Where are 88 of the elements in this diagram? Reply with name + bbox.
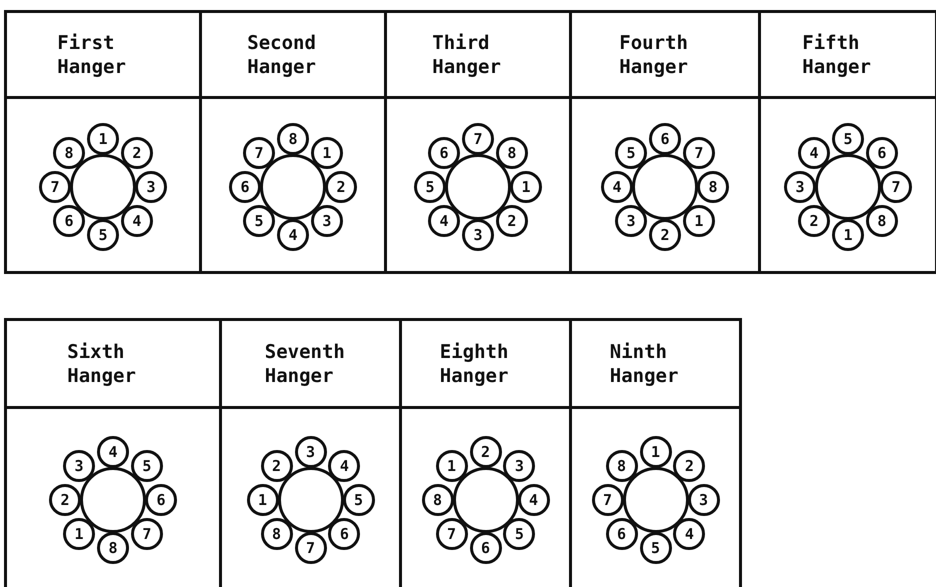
position-circle: 2: [673, 450, 706, 482]
position-circle: 2: [496, 204, 528, 237]
position-circle: 8: [496, 137, 528, 170]
position-circle: 3: [503, 450, 536, 482]
position-circle: 6: [470, 532, 502, 564]
hanger-cell: [758, 10, 936, 274]
position-circle: 2: [260, 450, 293, 482]
position-circle: 5: [243, 204, 276, 237]
position-circle: 6: [328, 518, 360, 550]
position-circle: 5: [503, 518, 536, 550]
position-circle: 5: [615, 137, 648, 170]
position-circle: 6: [606, 518, 638, 550]
hanger-heading: Sixth Hanger: [67, 340, 137, 388]
position-circle: 6: [145, 484, 177, 516]
position-circle: 4: [601, 171, 633, 203]
hanger-cell: [4, 10, 202, 274]
position-circle: 5: [414, 171, 446, 203]
position-circle: 8: [97, 532, 129, 564]
position-circle: 3: [135, 171, 167, 203]
position-circle: 1: [436, 450, 468, 482]
hanger-cell: [199, 10, 387, 274]
position-circle: 1: [63, 518, 96, 550]
position-circle: 4: [328, 450, 360, 482]
hanger-heading: First Hanger: [57, 30, 127, 78]
position-circle: 3: [294, 436, 326, 468]
position-circle: 3: [784, 171, 816, 203]
position-circle: 1: [640, 436, 672, 468]
position-circle: 7: [243, 137, 276, 170]
position-circle: 1: [832, 219, 864, 251]
position-circle: 2: [649, 219, 681, 251]
position-circle: 4: [673, 518, 706, 550]
position-circle: 6: [229, 171, 261, 203]
position-circle: 4: [97, 436, 129, 468]
position-circle: 8: [260, 518, 293, 550]
position-circle: 5: [640, 532, 672, 564]
position-circle: 5: [832, 123, 864, 155]
position-circle: 1: [682, 204, 715, 237]
position-circle: 3: [462, 219, 494, 251]
hanger-cell: [384, 10, 572, 274]
position-circle: 8: [866, 204, 898, 237]
position-circle: 7: [880, 171, 912, 203]
position-circle: 5: [342, 484, 374, 516]
hanger-heading: Fourth Hanger: [619, 30, 689, 78]
hanger-heading: Seventh Hanger: [264, 340, 346, 388]
position-circle: 3: [310, 204, 343, 237]
position-circle: 8: [277, 123, 309, 155]
position-circle: 7: [39, 171, 71, 203]
position-circle: 8: [697, 171, 729, 203]
position-circle: 1: [310, 137, 343, 170]
position-circle: 8: [422, 484, 454, 516]
position-circle: 3: [63, 450, 96, 482]
position-circle: 7: [592, 484, 624, 516]
position-circle: 1: [510, 171, 542, 203]
hanger-cell: [4, 318, 222, 587]
position-circle: 4: [120, 204, 153, 237]
position-circle: 1: [87, 123, 119, 155]
hanger-cell: [569, 10, 761, 274]
position-circle: 6: [428, 137, 460, 170]
position-circle: 8: [53, 137, 86, 170]
position-circle: 7: [436, 518, 468, 550]
position-circle: 7: [294, 532, 326, 564]
hanger-heading: Ninth Hanger: [610, 340, 680, 388]
position-circle: 6: [866, 137, 898, 170]
position-circle: 4: [277, 219, 309, 251]
position-circle: 4: [428, 204, 460, 237]
position-circle: 5: [130, 450, 163, 482]
position-circle: 2: [49, 484, 81, 516]
position-circle: 6: [53, 204, 86, 237]
position-circle: 5: [87, 219, 119, 251]
hanger-heading: Third Hanger: [432, 30, 502, 78]
position-circle: 3: [615, 204, 648, 237]
position-circle: 2: [120, 137, 153, 170]
hanger-heading: Second Hanger: [247, 30, 317, 78]
position-circle: 2: [325, 171, 357, 203]
position-circle: 7: [462, 123, 494, 155]
position-circle: 2: [470, 436, 502, 468]
position-circle: 7: [682, 137, 715, 170]
position-circle: 2: [798, 204, 830, 237]
position-circle: 6: [649, 123, 681, 155]
position-circle: 7: [130, 518, 163, 550]
position-circle: 8: [606, 450, 638, 482]
position-circle: 3: [688, 484, 720, 516]
position-circle: 4: [518, 484, 550, 516]
position-circle: 4: [798, 137, 830, 170]
hanger-cell: [569, 318, 742, 587]
position-circle: 1: [246, 484, 278, 516]
hanger-heading: Eighth Hanger: [440, 340, 510, 388]
hanger-heading: Fifth Hanger: [802, 30, 872, 78]
